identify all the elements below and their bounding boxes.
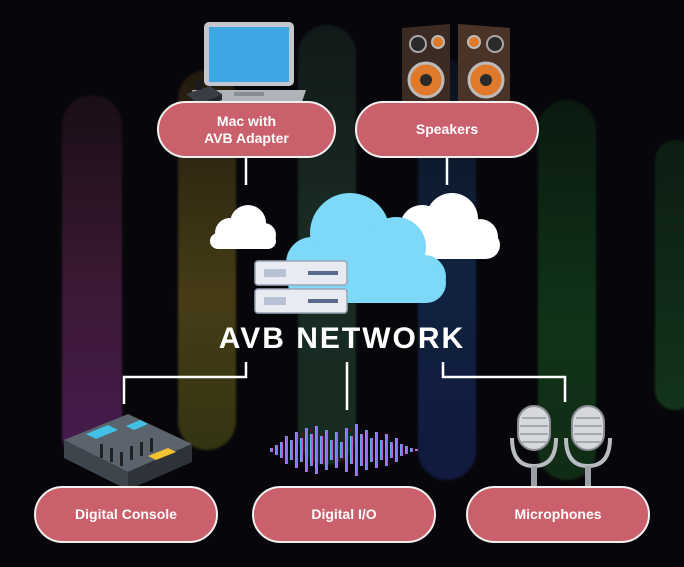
node-digital-io: Digital I/O <box>252 486 436 543</box>
server-icon <box>254 260 348 314</box>
network-title: AVB NETWORK <box>218 322 466 355</box>
waveform-icon <box>270 424 418 476</box>
node-speakers: Speakers <box>355 101 539 158</box>
glow-bar <box>62 95 122 465</box>
console-connector <box>122 362 248 404</box>
microphone-icon <box>564 405 612 492</box>
microphones-connector <box>441 362 567 402</box>
mixing-console-icon <box>64 414 192 490</box>
speakers-icon <box>402 24 510 110</box>
cloud-network-icon <box>210 193 500 314</box>
node-digital-console: Digital Console <box>34 486 218 543</box>
node-microphones: Microphones <box>466 486 650 543</box>
glow-bar <box>655 140 684 410</box>
microphones-icon <box>510 405 612 492</box>
node-mac-avb-adapter: Mac with AVB Adapter <box>157 101 336 158</box>
microphone-icon <box>510 405 558 492</box>
laptop-icon <box>186 22 306 110</box>
